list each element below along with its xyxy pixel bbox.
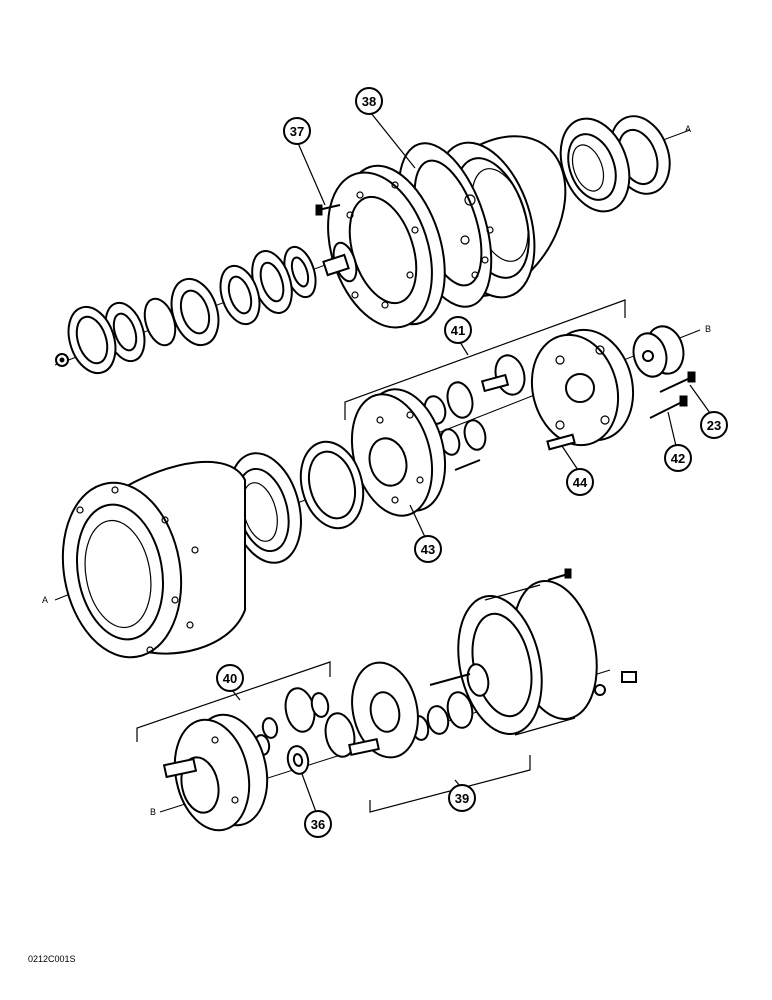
callout-40-circle [216,664,244,692]
carrier-43 [350,388,447,517]
output-flange [162,713,269,832]
carrier-plate-bottom [351,661,419,759]
callout-38: 38 [362,94,376,109]
seal-ring [299,440,365,530]
axis-label-a-top: A [685,124,691,134]
callout-36-circle [304,810,332,838]
drawing-code: 0212C001S [28,954,76,964]
callout-23: 23 [707,418,721,433]
callout-23-circle [700,411,728,439]
ring-gear-bottom [457,580,598,736]
callout-36: 36 [311,817,325,832]
housing-assembly [54,440,365,659]
pin-44 [546,433,576,451]
bearing-top-right [559,115,671,213]
callout-37-circle [283,117,311,145]
bearing-housing [228,452,302,564]
bracket-41 [344,299,626,420]
clutch-rings [55,245,317,375]
callout-42: 42 [671,451,685,466]
callout-39: 39 [455,791,469,806]
callout-44-circle [566,468,594,496]
callout-41: 41 [451,323,465,338]
washer-36 [286,745,310,775]
planet-gears-bottom-right [410,663,490,741]
axis-label-a-left: A [42,595,48,605]
callouts: 37 38 41 23 42 44 43 40 36 [216,87,728,838]
callout-40: 40 [223,671,237,686]
carrier-plate-right [530,328,635,447]
hub-38 [327,164,446,329]
callout-44: 44 [573,475,588,490]
axis-label-b-right: B [705,324,711,334]
callout-43-circle [414,535,442,563]
bolt-37 [315,204,341,216]
callout-37: 37 [290,124,304,139]
axis-label-b-left: B [150,807,156,817]
final-drive-housing [61,460,246,659]
bolt-23 [659,371,696,393]
bolt-42 [649,395,688,419]
bolt-top-bottom [547,568,572,581]
callout-42-circle [664,444,692,472]
bracket-40 [136,661,331,742]
sun-gear-b [632,325,685,378]
axis-labels: A A B B [42,124,711,817]
callout-43: 43 [421,542,435,557]
nut-bolt-bottom-right [594,671,637,696]
middle-planetary [344,299,701,517]
planet-gears-mid [423,354,526,471]
bottom-planetary [136,568,637,832]
top-assembly [54,115,691,375]
callout-39-circle [448,784,476,812]
callout-41-circle [444,316,472,344]
input-shaft [322,241,358,283]
callout-38-circle [355,87,383,115]
